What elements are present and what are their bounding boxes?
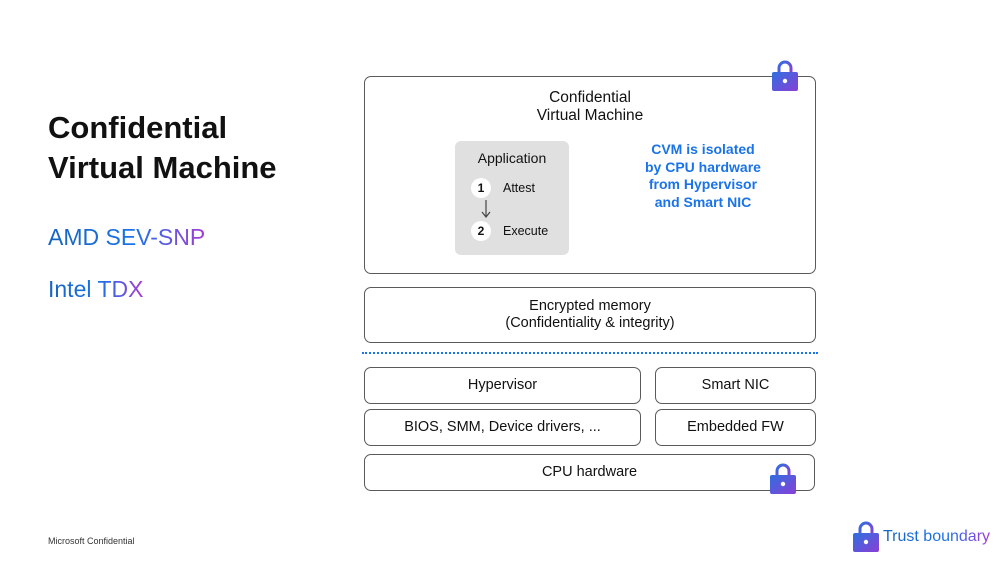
- isolation-note: CVM is isolated by CPU hardware from Hyp…: [645, 141, 761, 211]
- isolation-note-line: and Smart NIC: [654, 193, 752, 210]
- cpu-hardware-box: CPU hardware: [364, 454, 815, 491]
- intel-tdx-label: Intel TDX: [48, 276, 144, 302]
- trust-boundary-line: [362, 352, 818, 354]
- title-line-1: Confidential: [48, 110, 228, 145]
- page-title: Confidential Virtual Machine: [48, 108, 277, 188]
- encrypted-memory-box: Encrypted memory (Confidentiality & inte…: [364, 287, 816, 343]
- smart-nic-box: Smart NIC: [655, 367, 816, 404]
- cvm-box: Confidential Virtual Machine Application…: [364, 76, 816, 274]
- isolation-note-line: from Hypervisor: [648, 176, 758, 192]
- bios-box: BIOS, SMM, Device drivers, ...: [364, 409, 641, 446]
- encrypted-memory-line-2: (Confidentiality & integrity): [505, 315, 675, 331]
- lock-icon: [772, 60, 798, 91]
- embedded-fw-box: Embedded FW: [655, 409, 816, 446]
- step-execute: 2 Execute: [471, 221, 548, 241]
- step-attest: 1 Attest: [471, 178, 535, 198]
- step-label: Execute: [503, 223, 549, 238]
- isolation-note-line: by CPU hardware: [645, 158, 761, 175]
- cvm-title-line-2: Virtual Machine: [536, 107, 644, 124]
- isolation-note-line: CVM is isolated: [651, 141, 755, 157]
- trust-boundary-legend: Trust boundary: [852, 520, 990, 553]
- cvm-title: Confidential Virtual Machine: [365, 89, 815, 125]
- trust-boundary-label: Trust boundary: [883, 527, 991, 545]
- cvm-title-line-1: Confidential: [549, 89, 631, 106]
- application-box: Application 1 Attest 2 Execute: [455, 141, 569, 255]
- arrow-down-icon: [481, 200, 491, 218]
- step-number: 2: [471, 221, 491, 241]
- encrypted-memory-line-1: Encrypted memory: [529, 298, 651, 314]
- step-label: Attest: [503, 180, 535, 195]
- application-title: Application: [477, 150, 547, 166]
- amd-sev-snp-label: AMD SEV-SNP: [48, 224, 206, 250]
- step-number: 1: [471, 178, 491, 198]
- lock-icon: [853, 521, 879, 552]
- hypervisor-box: Hypervisor: [364, 367, 641, 404]
- lock-icon: [770, 463, 796, 494]
- title-line-2: Virtual Machine: [48, 150, 277, 185]
- footer-confidential: Microsoft Confidential: [48, 536, 135, 546]
